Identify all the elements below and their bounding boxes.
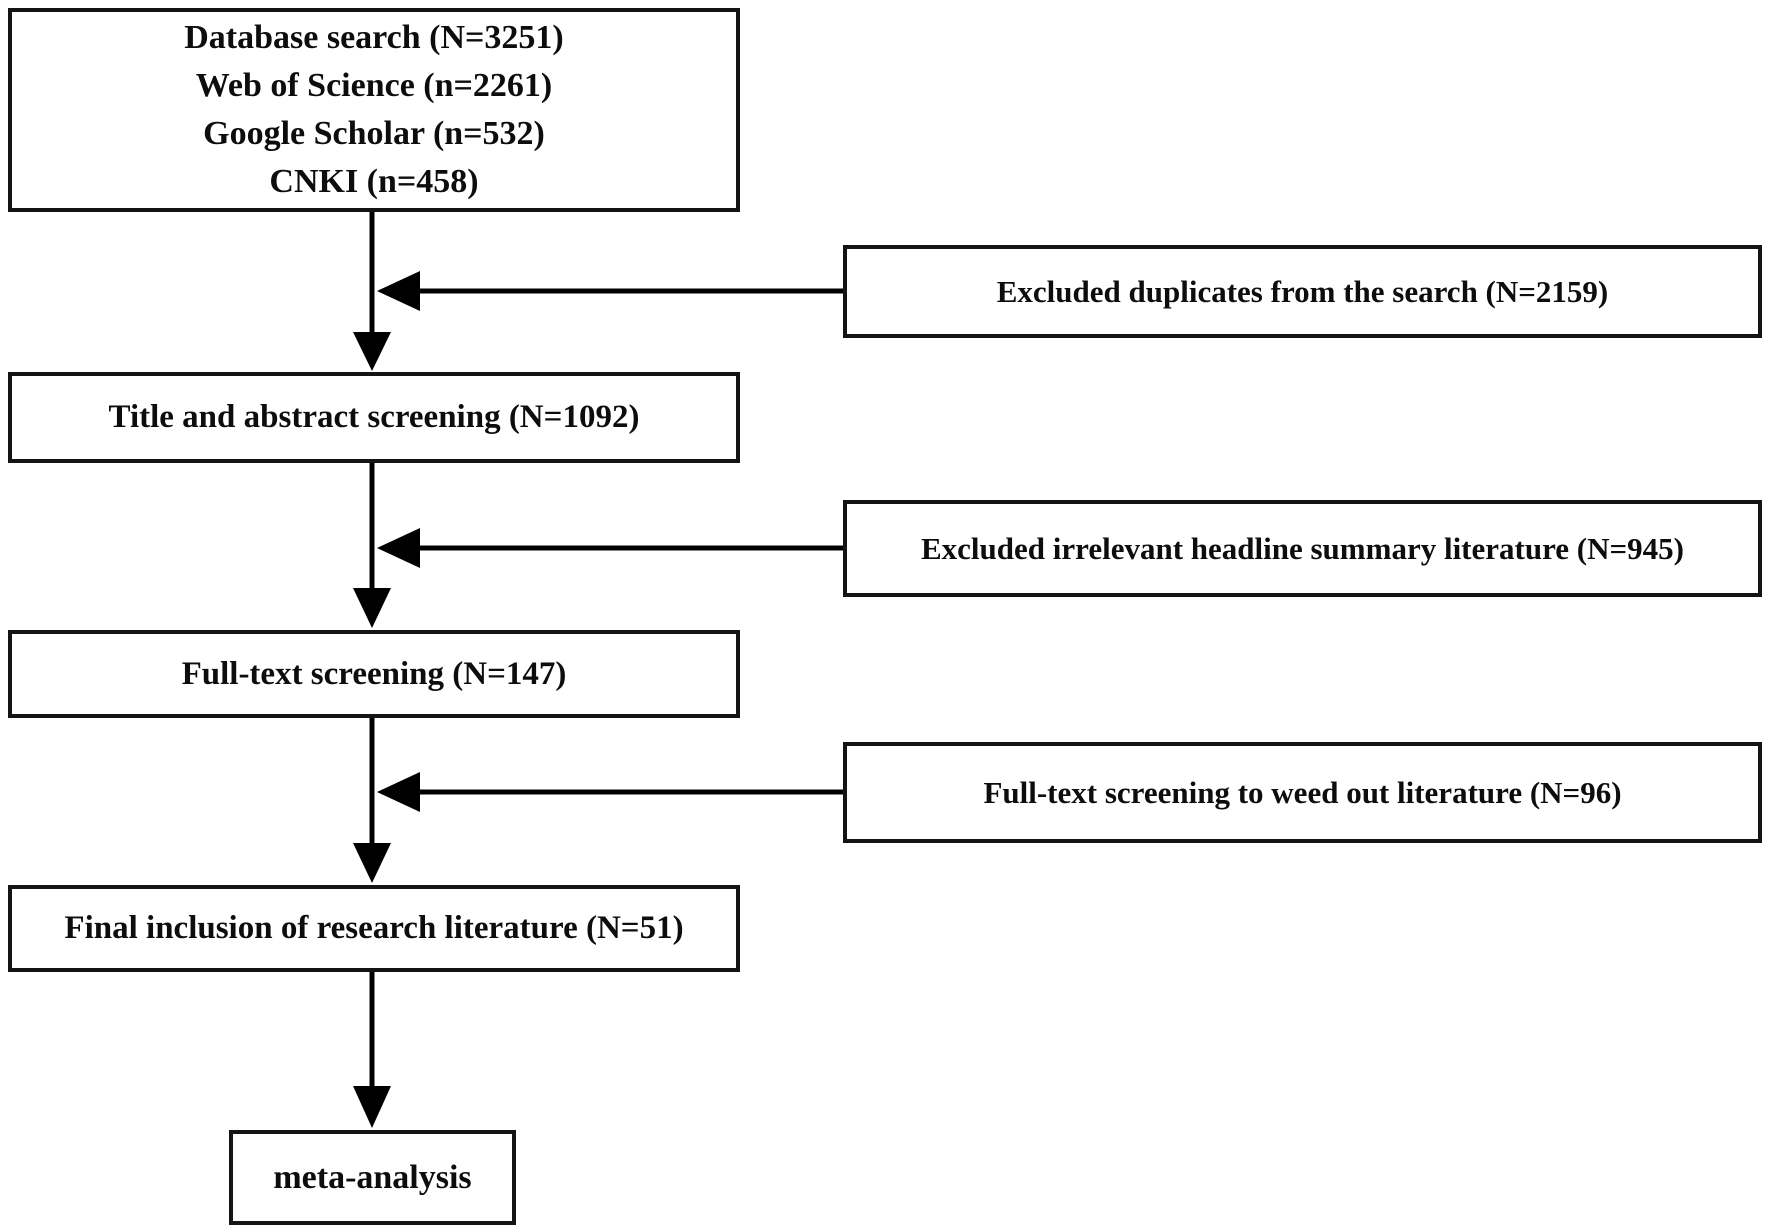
box-final-inclusion: Final inclusion of research literature (… [8, 885, 740, 972]
database-search-total: Database search (N=3251) [184, 19, 564, 56]
box-full-text-screening: Full-text screening (N=147) [8, 630, 740, 718]
arrow-down-4 [353, 972, 391, 1128]
box-excluded-irrelevant-literature: Excluded irrelevant headline summary lit… [843, 500, 1762, 597]
title-abstract-screening-label: Title and abstract screening (N=1092) [108, 399, 640, 435]
box-excluded-duplicates: Excluded duplicates from the search (N=2… [843, 245, 1762, 338]
final-inclusion-label: Final inclusion of research literature (… [64, 910, 684, 946]
database-google-scholar: Google Scholar (n=532) [203, 115, 545, 152]
box-database-search: Database search (N=3251) Web of Science … [8, 8, 740, 212]
arrow-down-1 [353, 212, 391, 371]
arrow-left-1 [377, 271, 843, 311]
database-cnki: CNKI (n=458) [269, 163, 479, 200]
arrow-left-2 [377, 528, 843, 568]
meta-analysis-label: meta-analysis [273, 1158, 472, 1196]
box-title-abstract-screening: Title and abstract screening (N=1092) [8, 372, 740, 463]
arrow-down-2 [353, 463, 391, 628]
arrow-down-3 [353, 718, 391, 883]
excluded-irrelevant-label: Excluded irrelevant headline summary lit… [920, 530, 1684, 566]
excluded-duplicates-label: Excluded duplicates from the search (N=2… [996, 273, 1609, 309]
box-full-text-weed-out: Full-text screening to weed out literatu… [843, 742, 1762, 843]
full-text-weed-out-label: Full-text screening to weed out literatu… [983, 774, 1622, 810]
arrow-left-3 [377, 772, 843, 812]
full-text-screening-label: Full-text screening (N=147) [181, 655, 567, 692]
database-web-of-science: Web of Science (n=2261) [195, 67, 553, 104]
box-meta-analysis: meta-analysis [229, 1130, 516, 1225]
